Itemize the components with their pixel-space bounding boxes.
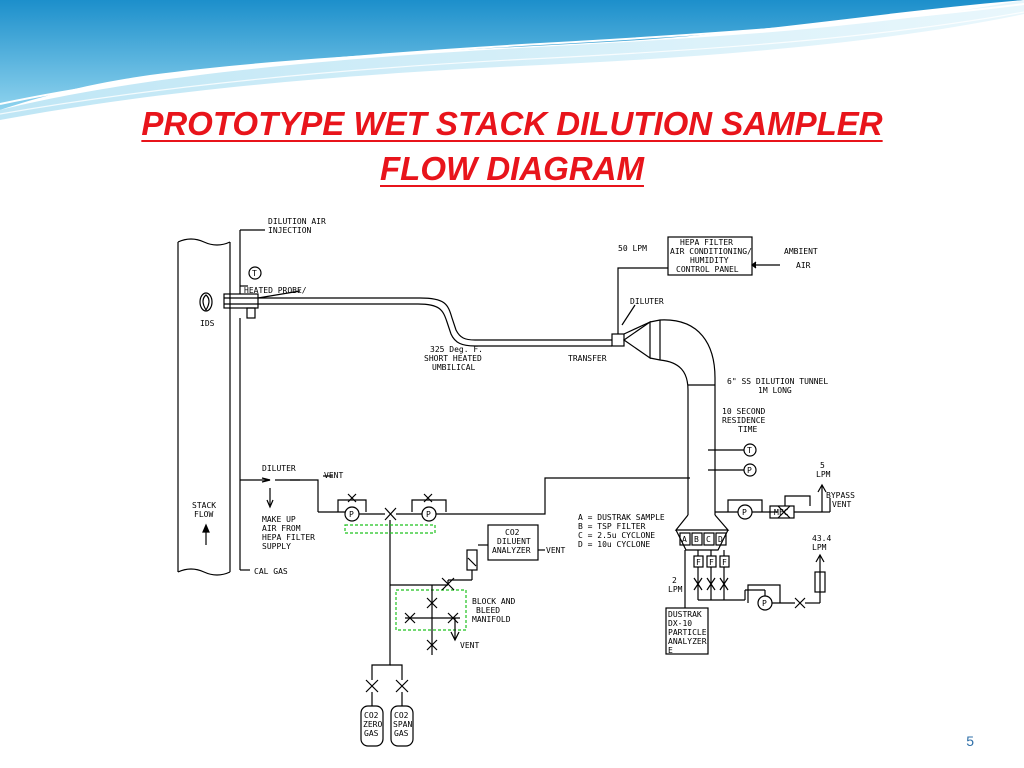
label-diluent: DILUENT	[497, 537, 531, 546]
bypass-circuit	[715, 483, 831, 520]
label-bypass-vent: VENT	[832, 500, 851, 509]
slide-title-line-2: FLOW DIAGRAM	[380, 150, 644, 187]
co2-diluent-analyzer	[487, 524, 539, 561]
label-span-co2: CO2	[394, 711, 409, 720]
tunnel-sensors	[708, 443, 757, 477]
label-hepa-supply: HEPA FILTER	[262, 533, 315, 542]
label-p-bypass: P	[742, 508, 747, 517]
heated-probe	[223, 229, 301, 319]
label-2: 2	[672, 576, 677, 585]
label-air-from: AIR FROM	[262, 524, 301, 533]
label-residence-3: TIME	[738, 425, 757, 434]
label-vent-1: VENT	[324, 471, 343, 480]
label-co2-analyzer: CO2	[505, 528, 520, 537]
label-makeup: MAKE UP	[262, 515, 296, 524]
label-zero-co2: CO2	[364, 711, 379, 720]
header-wave-decoration	[0, 0, 1024, 120]
label-tunnel: 6" SS DILUTION TUNNEL	[727, 377, 828, 386]
label-vent-3: VENT	[460, 641, 479, 650]
label-p-tunnel: P	[747, 466, 752, 475]
legend-c: C = 2.5u CYCLONE	[578, 531, 655, 540]
legend-a: A = DUSTRAK SAMPLE	[578, 513, 665, 522]
central-pumps	[318, 477, 690, 585]
label-vent-2: VENT	[546, 546, 565, 555]
dustrak-analyzer	[665, 607, 709, 655]
label-supply: SUPPLY	[262, 542, 291, 551]
label-50-lpm: 50 LPM	[618, 244, 647, 253]
label-heated-probe: HEATED PROBE/	[244, 286, 307, 295]
label-d-port: D	[718, 535, 723, 544]
label-f-3: F	[722, 558, 727, 567]
legend-d: D = 10u CYCLONE	[578, 540, 650, 549]
label-tunnel-length: 1M LONG	[758, 386, 792, 395]
label-t-tunnel: T	[747, 446, 752, 455]
label-5: 5	[820, 461, 825, 470]
cyclone-splitter	[674, 514, 765, 608]
dilution-tunnel	[617, 267, 716, 515]
label-5-lpm: LPM	[816, 470, 831, 479]
label-air: AIR	[796, 261, 811, 270]
label-short-heated: SHORT HEATED	[424, 354, 482, 363]
label-cal-gas: CAL GAS	[254, 567, 288, 576]
label-2-lpm: LPM	[668, 585, 683, 594]
label-umbilical: UMBILICAL	[432, 363, 476, 372]
label-ambient: AMBIENT	[784, 247, 818, 256]
label-dustrak-analyzer: ANALYZER	[668, 637, 707, 646]
legend-b: B = TSP FILTER	[578, 522, 646, 531]
heated-umbilical	[258, 297, 625, 347]
cal-gas-cylinders	[360, 640, 414, 747]
label-bleed: BLEED	[476, 606, 500, 615]
label-43-4: 43.4	[812, 534, 831, 543]
label-humidity: HUMIDITY	[690, 256, 729, 265]
label-p-main: P	[762, 599, 767, 608]
label-dustrak: DUSTRAK	[668, 610, 702, 619]
label-dx10: DX-10	[668, 619, 692, 628]
label-diluter-left: DILUTER	[262, 464, 296, 473]
label-air-conditioning: AIR CONDITIONING/	[670, 247, 752, 256]
label-c-port: C	[706, 535, 711, 544]
label-zero: ZERO	[363, 720, 382, 729]
label-particle: PARTICLE	[668, 628, 707, 637]
label-mfc: MFC	[774, 508, 789, 517]
label-stack: STACK	[192, 501, 216, 510]
label-flow: FLOW	[194, 510, 213, 519]
label-p-pump-2: P	[426, 510, 431, 519]
label-hepa-filter: HEPA FILTER	[680, 238, 733, 247]
label-dilution-air: DILUTION AIR	[268, 217, 326, 226]
label-control-panel: CONTROL PANEL	[676, 265, 739, 274]
makeup-air-diluter	[239, 318, 333, 571]
label-43-4-lpm: LPM	[812, 543, 827, 552]
label-manifold: MANIFOLD	[472, 615, 511, 624]
label-block-and: BLOCK AND	[472, 597, 516, 606]
label-f-2: F	[709, 558, 714, 567]
label-ids: IDS	[200, 319, 215, 328]
hepa-control-panel	[667, 236, 753, 276]
label-bypass: BYPASS	[826, 491, 855, 500]
label-residence-2: RESIDENCE	[722, 416, 766, 425]
label-injection: INJECTION	[268, 226, 312, 235]
label-diluter-top: DILUTER	[630, 297, 664, 306]
label-b-port: B	[694, 535, 699, 544]
label-p-pump-1: P	[349, 510, 354, 519]
slide-title-line-1: PROTOTYPE WET STACK DILUTION SAMPLER	[141, 105, 883, 142]
block-bleed-manifold	[389, 577, 472, 655]
label-span-gas: GAS	[394, 729, 409, 738]
stack	[177, 238, 231, 576]
page-number: 5	[966, 733, 974, 749]
label-transfer: TRANSFER	[568, 354, 607, 363]
label-umbilical-temp: 325 Deg. F.	[430, 345, 483, 354]
label-t-probe: T	[252, 269, 257, 278]
label-zero-gas: GAS	[364, 729, 379, 738]
label-e: E	[668, 646, 673, 655]
label-span: SPAN	[393, 720, 412, 729]
label-f-1: F	[696, 558, 701, 567]
label-analyzer: ANALYZER	[492, 546, 531, 555]
label-residence-1: 10 SECOND	[722, 407, 766, 416]
main-flow-circuit	[747, 553, 826, 611]
label-a-port: A	[682, 535, 687, 544]
